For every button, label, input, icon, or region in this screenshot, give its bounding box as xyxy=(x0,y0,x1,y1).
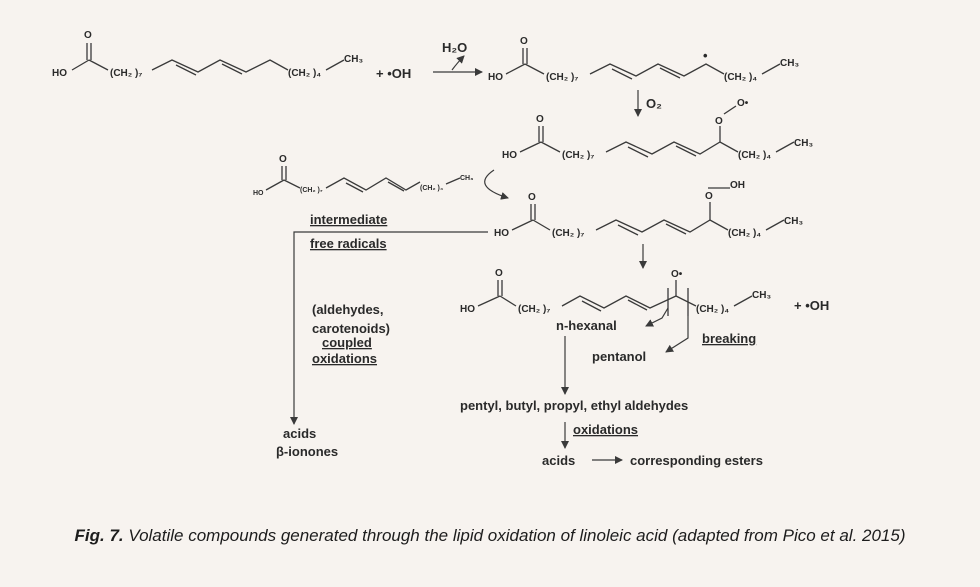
radical-dot: • xyxy=(703,48,708,63)
lipid-radical-structure: O HO (CH₂ )₇ • (CH₂ )₄ CH₃ xyxy=(488,36,799,83)
atom-ch3: CH₃ xyxy=(344,54,363,65)
hydroperoxide-structure: O HO (CH₂ )₇ O OH (CH₂ )₄ CH₃ xyxy=(494,180,803,239)
atom-ch2-4: (CH₂ )₄ xyxy=(738,150,771,161)
atom-ch3: CH₃ xyxy=(780,58,799,69)
atom-o: O xyxy=(279,154,287,165)
hexanal-arrow xyxy=(645,307,669,327)
atom-o: O xyxy=(84,30,92,41)
atom-ch2-4: (CH₂ )₄ xyxy=(728,228,761,239)
linoleic-acid-structure: O HO (CH₂ )₇ (CH₂ )₄ CH₃ xyxy=(52,30,363,79)
acids-left-label: acids xyxy=(283,426,316,441)
atom-ch2-4: (CH₂ )₄ xyxy=(724,72,757,83)
atom-ho: HO xyxy=(460,304,475,315)
intermediate-label: intermediate xyxy=(310,212,387,227)
atom-ch3: CH₃ xyxy=(794,138,813,149)
atom-ch2-7: (CH₂ )₇ xyxy=(300,187,323,194)
figure-caption-text: Volatile compounds generated through the… xyxy=(128,526,906,545)
coupled-label: coupled xyxy=(322,335,372,350)
atom-o: O xyxy=(495,268,503,279)
atom-ch2-4: (CH₂ )₄ xyxy=(420,185,443,192)
atom-o: O xyxy=(528,192,536,203)
aldehydes-list-label: pentyl, butyl, propyl, ethyl aldehydes xyxy=(460,398,688,413)
oxidations-left-label: oxidations xyxy=(312,351,377,366)
atom-ho: HO xyxy=(52,68,67,79)
atom-ho: HO xyxy=(488,72,503,83)
atom-ch2-7: (CH₂ )₇ xyxy=(110,68,142,79)
plus-hydroxyl-radical-2: + •OH xyxy=(794,298,829,313)
figure-caption: Fig. 7. Volatile compounds generated thr… xyxy=(40,524,940,548)
atom-ch2-7: (CH₂ )₇ xyxy=(546,72,578,83)
water-label: H₂O xyxy=(442,40,467,55)
atom-ch2-7: (CH₂ )₇ xyxy=(518,304,550,315)
aldehydes-label: (aldehydes, xyxy=(312,302,384,317)
atom-ho: HO xyxy=(502,150,517,161)
atom-o: O xyxy=(536,114,544,125)
esters-label: corresponding esters xyxy=(630,453,763,468)
alkoxyl-radical-structure: O HO (CH₂ )₇ O• (CH₂ )₄ CH₃ xyxy=(460,268,771,316)
hydrogen-abstraction-arrow xyxy=(484,169,509,200)
acids-bottom-label: acids xyxy=(542,453,575,468)
coupled-oxidation-arrow xyxy=(290,231,488,425)
atom-o: O xyxy=(520,36,528,47)
atom-o-radical: O• xyxy=(671,269,683,280)
beta-ionones-label: β-ionones xyxy=(276,444,338,459)
atom-o: O xyxy=(715,116,723,127)
atom-ch3: CH₃ xyxy=(784,216,803,227)
peroxyl-radical-structure: O HO (CH₂ )₇ O O• (CH₂ )₄ CH₃ xyxy=(502,98,813,161)
breaking-label: breaking xyxy=(702,331,756,346)
second-linoleic-acid-structure: O HO (CH₂ )₇ (CH₂ )₄ CH₃ xyxy=(253,154,473,197)
atom-ho: HO xyxy=(494,228,509,239)
oxidations-bottom-label: oxidations xyxy=(573,422,638,437)
atom-o: O xyxy=(705,191,713,202)
atom-ch3: CH₃ xyxy=(752,290,771,301)
oxidation-scheme: O HO (CH₂ )₇ (CH₂ )₄ CH₃ + •OH H₂O O HO … xyxy=(52,30,829,468)
figure-number: Fig. 7. xyxy=(74,526,124,545)
oxygen-label: O₂ xyxy=(646,96,662,111)
atom-oh: OH xyxy=(730,180,745,191)
plus-hydroxyl-radical: + •OH xyxy=(376,66,411,81)
n-hexanal-label: n-hexanal xyxy=(556,318,617,333)
atom-ch2-7: (CH₂ )₇ xyxy=(562,150,594,161)
atom-ch3: CH₃ xyxy=(460,175,473,182)
pentanol-arrow xyxy=(665,316,689,353)
free-radicals-label: free radicals xyxy=(310,236,387,251)
carotenoids-label: carotenoids) xyxy=(312,321,390,336)
pentanol-label: pentanol xyxy=(592,349,646,364)
atom-ch2-4: (CH₂ )₄ xyxy=(288,68,321,79)
atom-ch2-7: (CH₂ )₇ xyxy=(552,228,584,239)
atom-ho: HO xyxy=(253,190,264,197)
atom-ch2-4: (CH₂ )₄ xyxy=(696,304,729,315)
water-release-arrow xyxy=(451,55,465,71)
atom-o-radical: O• xyxy=(737,98,749,109)
